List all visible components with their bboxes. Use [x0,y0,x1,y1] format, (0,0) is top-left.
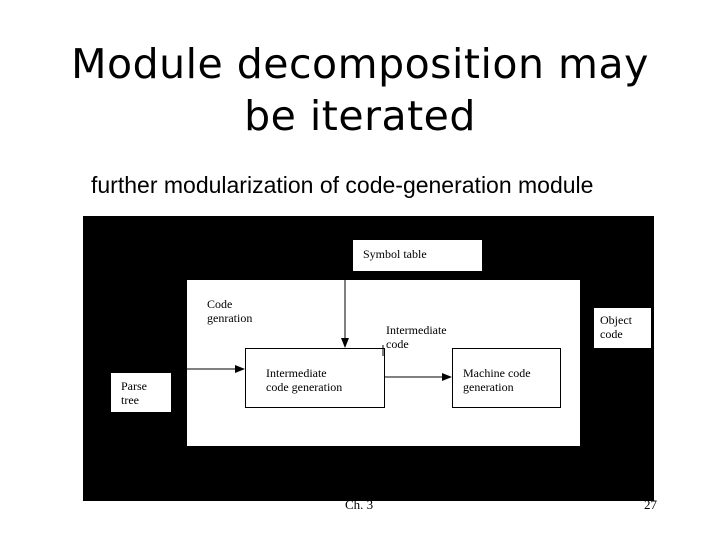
machine-code-generation-label: Machine code generation [463,366,531,394]
parse-tree-box: Parse tree [111,373,171,412]
intermediate-code-label-line-1: Intermediate [386,323,447,337]
code-generation-label-line-1: Code [207,297,233,311]
object-code-box: Object code [594,308,651,348]
intermediate-code-generation-box: Intermediate code generation [245,348,385,408]
footer-chapter: Ch. 3 [345,497,374,512]
intermediate-code-generation-label-line-1: Intermediate [266,366,327,380]
symbol-table-box: Symbol table [353,240,482,271]
slide-title: Module decomposition may be iterated [0,38,720,142]
intermediate-code-label-line-2: code [386,337,409,351]
object-code-label-line-2: code [600,327,623,341]
intermediate-code-generation-label-line-2: code generation [266,380,343,394]
code-generation-label: Code genration [207,297,252,325]
intermediate-code-generation-label: Intermediate code generation [266,366,342,394]
symbol-table-label: Symbol table [363,247,427,261]
slide-title-line-1: Module decomposition may [71,40,649,88]
object-code-label-line-1: Object [600,313,632,327]
intermediate-code-label: Intermediate code [386,323,447,351]
module-diagram: Code genration Intermediate code Symbol … [83,216,654,501]
machine-code-generation-box: Machine code generation [452,348,561,408]
parse-tree-label-line-2: tree [121,393,139,407]
slide-subtitle: further modularization of code-generatio… [91,172,594,198]
code-generation-label-line-2: genration [207,311,253,325]
slide-title-line-2: be iterated [244,92,476,140]
parse-tree-label: Parse tree [121,379,147,407]
machine-code-generation-label-line-1: Machine code [463,366,531,380]
page-number: 27 [644,497,657,512]
object-code-label: Object code [600,313,632,341]
parse-tree-label-line-1: Parse [121,379,147,393]
machine-code-generation-label-line-2: generation [463,380,514,394]
